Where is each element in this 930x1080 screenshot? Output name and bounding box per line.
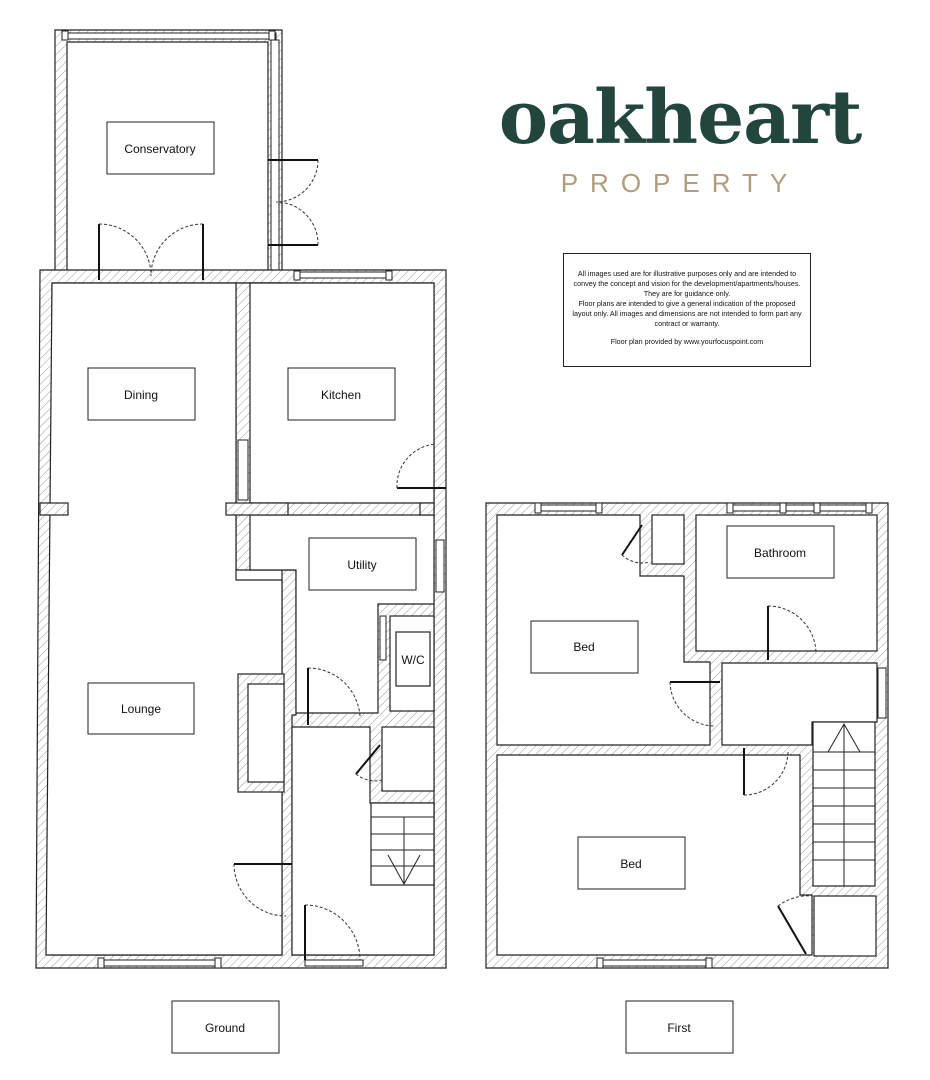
disclaimer-line-2: Floor plans are intended to give a gener… bbox=[572, 299, 802, 328]
room-utility[interactable]: Utility bbox=[308, 537, 417, 591]
room-lounge[interactable]: Lounge bbox=[87, 682, 195, 735]
room-bed-2-label: Bed bbox=[620, 857, 641, 871]
room-bathroom[interactable]: Bathroom bbox=[726, 525, 835, 579]
room-utility-label: Utility bbox=[347, 558, 376, 572]
first-doors bbox=[621, 524, 817, 955]
room-bed-1[interactable]: Bed bbox=[530, 620, 639, 674]
floor-label-first[interactable]: First bbox=[625, 1000, 734, 1054]
room-bed-2[interactable]: Bed bbox=[577, 836, 686, 890]
room-bathroom-label: Bathroom bbox=[754, 546, 806, 560]
first-windows bbox=[534, 502, 887, 969]
room-wc[interactable]: W/C bbox=[401, 653, 425, 667]
ground-doors bbox=[98, 159, 446, 961]
oakheart-logo: oakheart PROPERTY bbox=[470, 78, 890, 199]
room-dining-label: Dining bbox=[124, 388, 158, 402]
room-dining[interactable]: Dining bbox=[87, 367, 196, 421]
room-conservatory-label: Conservatory bbox=[124, 142, 195, 156]
floor-label-first-text: First bbox=[667, 1021, 691, 1035]
disclaimer-box: All images used are for illustrative pur… bbox=[563, 253, 811, 367]
brand-tagline: PROPERTY bbox=[560, 168, 800, 198]
room-bed-1-label: Bed bbox=[573, 640, 594, 654]
room-wc-label: W/C bbox=[401, 653, 425, 667]
room-kitchen-label: Kitchen bbox=[321, 388, 361, 402]
ground-floor-plan: Conservatory Dining Kitchen Utility W/C … bbox=[35, 29, 447, 969]
floor-label-ground-text: Ground bbox=[205, 1021, 245, 1035]
brand-name: oakheart bbox=[498, 75, 863, 161]
room-lounge-label: Lounge bbox=[121, 702, 161, 716]
first-floor-plan: Bathroom Bed Bed bbox=[485, 502, 889, 969]
floor-label-ground[interactable]: Ground bbox=[171, 1000, 280, 1054]
disclaimer-credit: Floor plan provided by www.yourfocuspoin… bbox=[610, 337, 764, 346]
room-conservatory[interactable]: Conservatory bbox=[106, 121, 215, 175]
disclaimer-line-1: All images used are for illustrative pur… bbox=[573, 269, 801, 298]
ground-windows bbox=[97, 270, 445, 969]
room-kitchen[interactable]: Kitchen bbox=[287, 367, 396, 421]
